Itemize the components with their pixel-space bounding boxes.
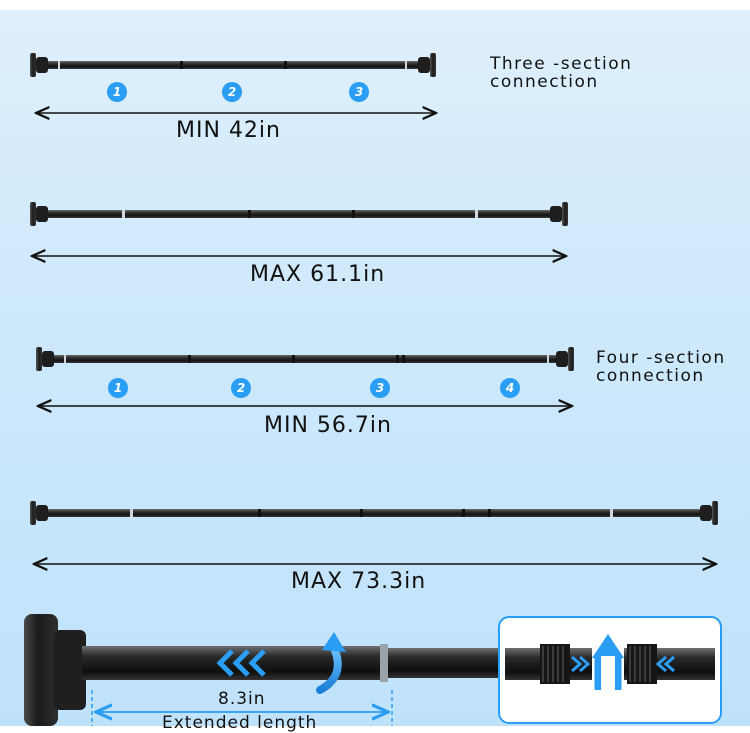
rod-four-min: [36, 347, 574, 371]
closeup-rod: [24, 614, 518, 726]
extension-caption-label: Extended length: [162, 713, 318, 733]
marker-3: 3: [349, 82, 369, 102]
marker-3: 3: [370, 378, 390, 398]
chevrons-left-icon-inset: [655, 655, 675, 673]
max-73-label: MAX 73.3in: [291, 569, 427, 594]
inset-detail-box: [498, 616, 722, 724]
min-42-label: MIN 42in: [176, 118, 281, 143]
rod-three-max: [30, 202, 568, 226]
marker-1: 1: [107, 82, 127, 102]
marker-2: 2: [231, 378, 251, 398]
rod-three-min: [30, 53, 436, 77]
chevrons-left-icon: [216, 649, 266, 677]
three-section-title: Three -section connection: [490, 54, 633, 92]
max-61-label: MAX 61.1in: [250, 262, 386, 287]
extension-value-label: 8.3in: [218, 689, 266, 709]
top-strip: [0, 0, 750, 10]
curved-arrow-up-icon: [316, 632, 346, 694]
marker-4: 4: [500, 378, 520, 398]
min-56-label: MIN 56.7in: [264, 413, 392, 438]
marker-2: 2: [222, 82, 242, 102]
chevrons-right-icon: [571, 655, 591, 673]
rod-four-max: [30, 501, 718, 525]
marker-1: 1: [108, 378, 128, 398]
four-section-title: Four -section connection: [596, 348, 726, 386]
